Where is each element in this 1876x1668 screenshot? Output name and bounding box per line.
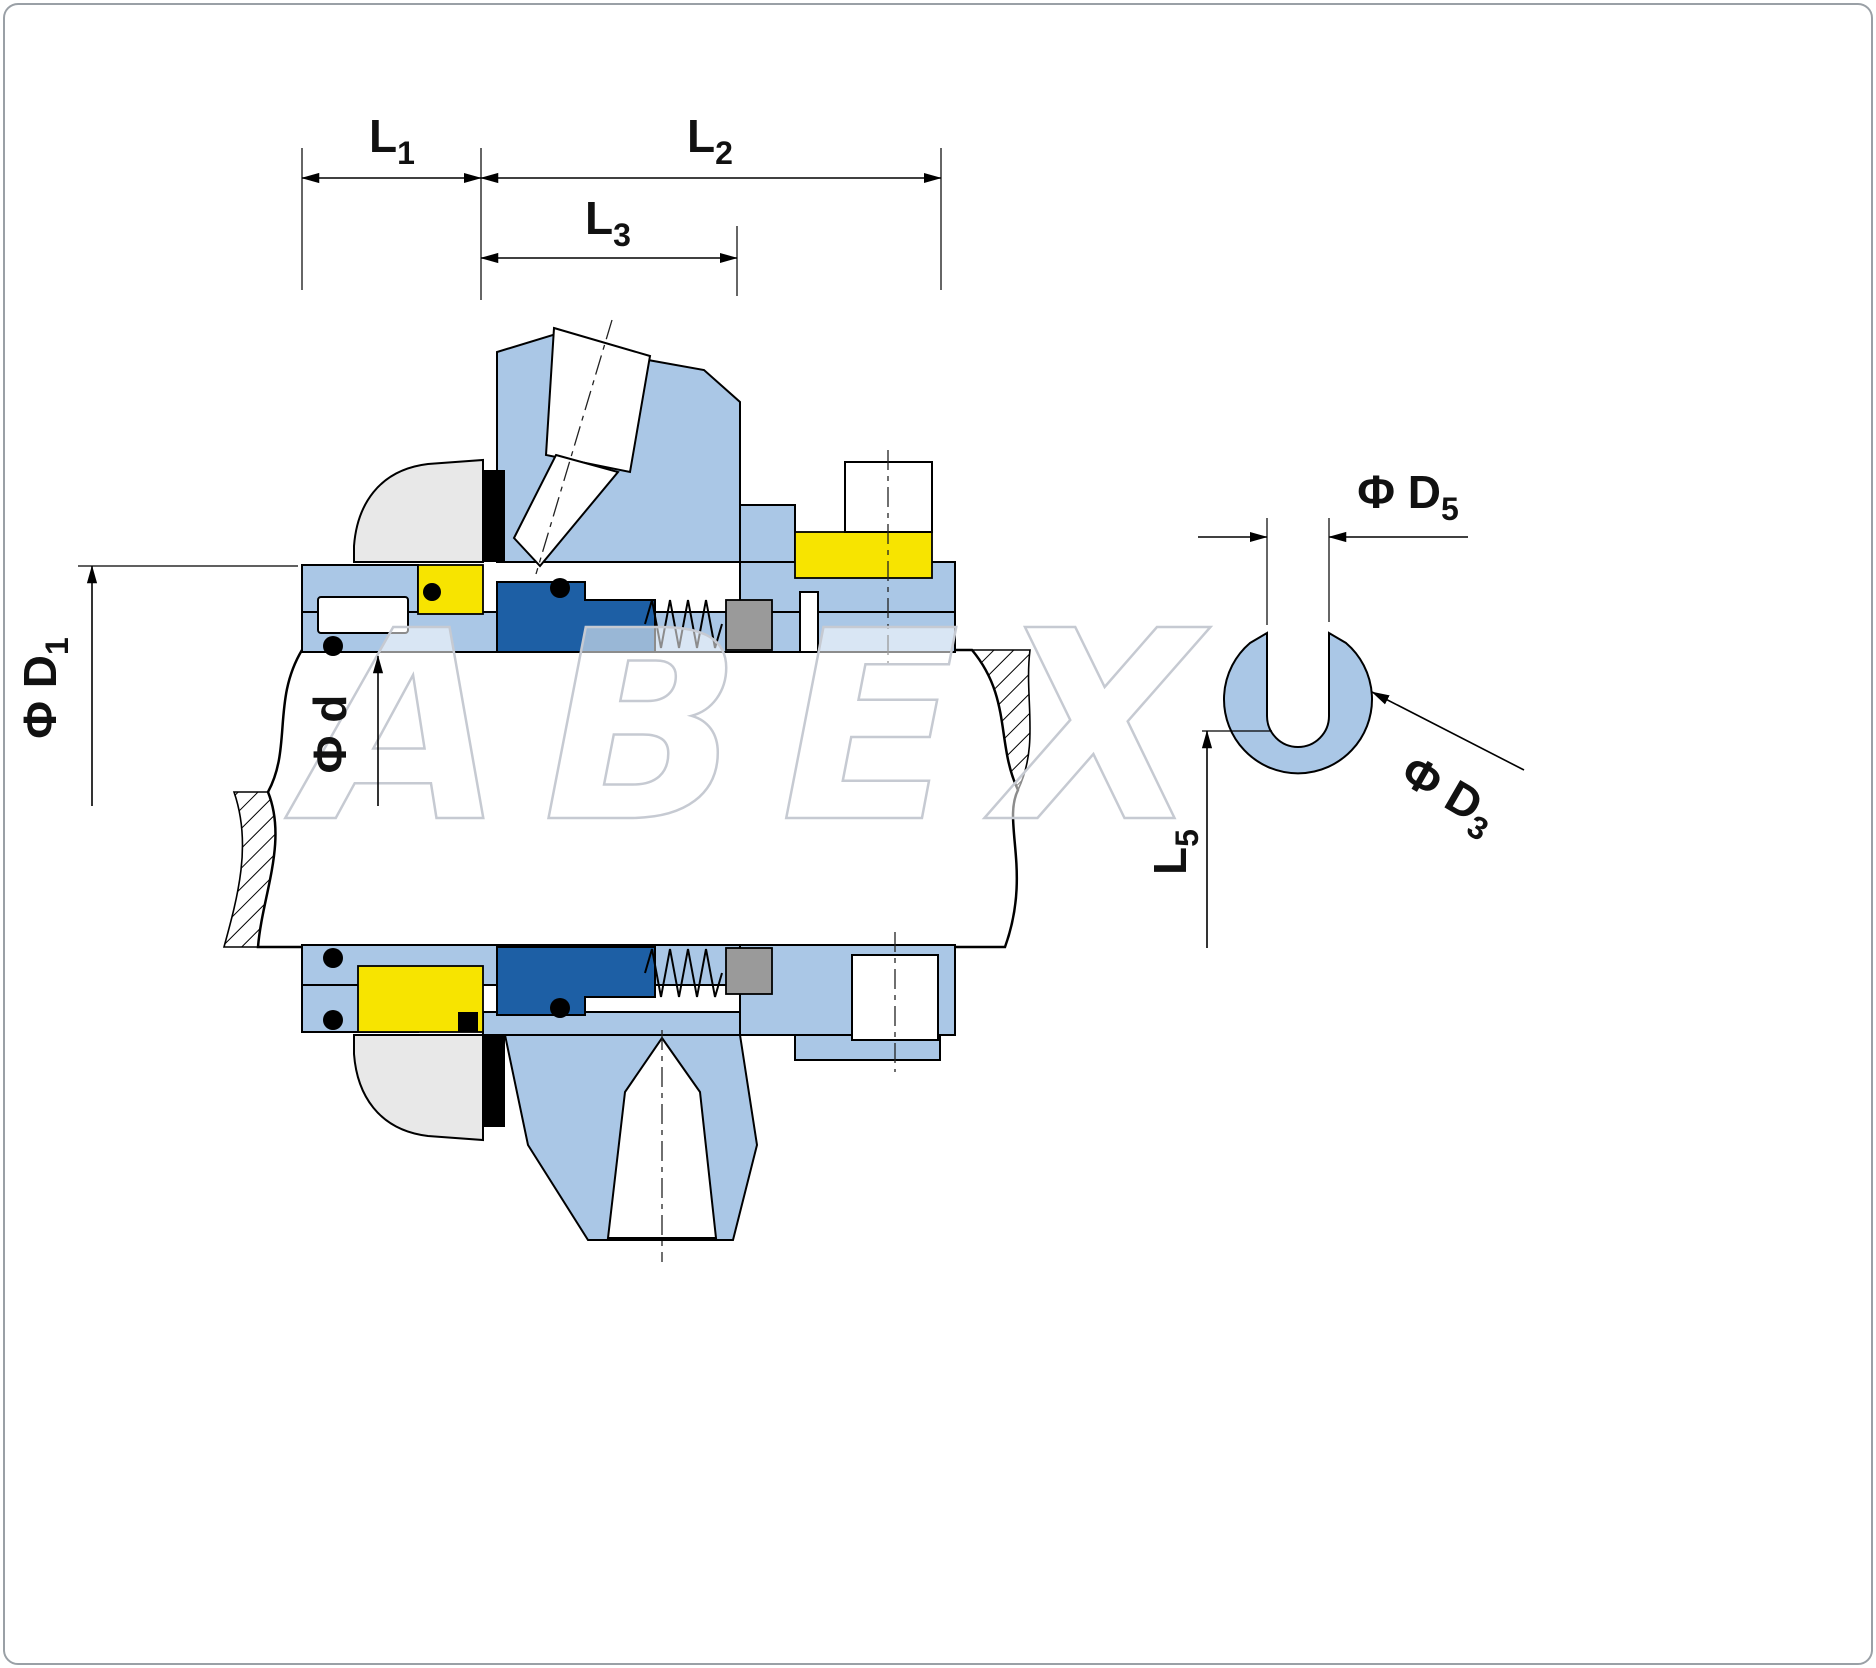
drive-collar-top xyxy=(317,596,409,634)
dim-l5-label: L5 xyxy=(1144,829,1205,875)
spring-top xyxy=(644,599,723,649)
shaft-break-hatch-right xyxy=(970,649,1031,792)
set-screw-centerline-top xyxy=(535,319,613,575)
gland-plate-bottom xyxy=(353,1034,484,1142)
watermark-text: ABEX xyxy=(282,575,1238,880)
spacer-gray-top xyxy=(725,599,773,651)
drive-key-bottom xyxy=(458,1012,478,1032)
gasket-strip-top xyxy=(483,470,505,562)
set-screw-tip-top xyxy=(512,453,620,568)
o-ring xyxy=(323,948,343,968)
shaft-group xyxy=(222,648,1031,949)
dim-d5-label: Φ D5 xyxy=(1357,466,1459,527)
dimensions-top: L1 L2 L3 xyxy=(301,110,942,300)
dim-l1-label: L1 xyxy=(369,110,415,171)
dim-l3-label: L3 xyxy=(585,192,631,253)
seal-ring-yellow-top-right xyxy=(794,531,933,579)
housing-ledge-top xyxy=(739,504,796,563)
spring-bottom xyxy=(644,948,723,998)
spacer-gray-bottom xyxy=(725,947,773,995)
o-ring xyxy=(550,998,570,1018)
slot-top xyxy=(799,591,819,653)
gasket-strip-bottom xyxy=(483,1035,505,1127)
dim-d-label: Φ d xyxy=(304,695,356,774)
dim-l2-label: L2 xyxy=(687,110,733,171)
rotary-face-bottom xyxy=(496,946,656,1016)
seal-assembly-bottom xyxy=(301,932,956,1262)
set-screw-head-top xyxy=(544,326,652,474)
gland-plate-top xyxy=(353,458,484,563)
dimensions-left: Φ D1 Φ d xyxy=(14,565,384,806)
clamp-ring-section xyxy=(1223,631,1373,775)
seal-assembly-top xyxy=(301,319,956,665)
rotary-face-top xyxy=(496,581,656,653)
dim-d1-label: Φ D1 xyxy=(14,637,75,739)
o-ring xyxy=(550,578,570,598)
set-screw-bottom xyxy=(606,1036,718,1239)
o-ring xyxy=(323,1010,343,1030)
o-ring xyxy=(423,583,441,601)
dim-d3-leader xyxy=(1371,691,1525,771)
shaft-break-hatch-left xyxy=(222,791,277,948)
o-ring xyxy=(323,636,343,656)
